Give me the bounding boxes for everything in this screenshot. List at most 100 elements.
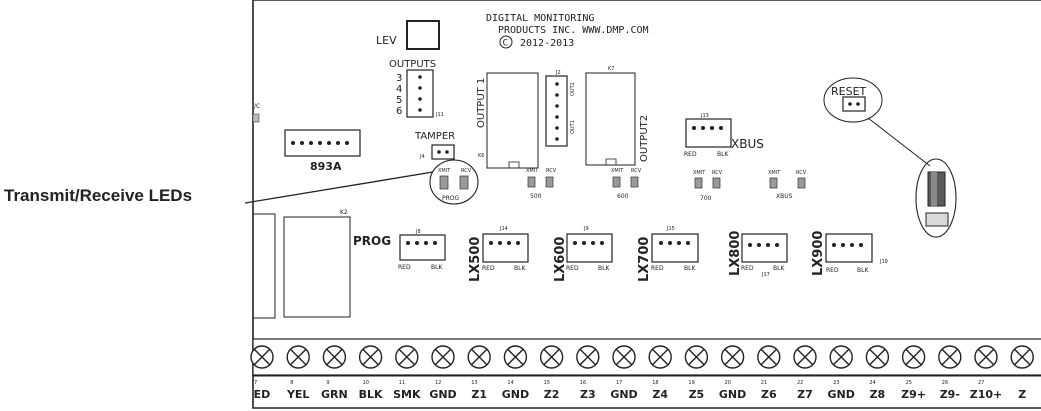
terminal-number: 24 xyxy=(869,380,875,386)
svg-text:600: 600 xyxy=(617,193,629,200)
terminal-label: Z xyxy=(1018,388,1026,401)
terminal-label: YEL xyxy=(286,388,310,401)
terminal-screw xyxy=(829,345,853,369)
terminal-label: Z5 xyxy=(689,388,705,401)
svg-text:J19: J19 xyxy=(879,259,888,265)
terminal-number: 13 xyxy=(471,380,477,386)
svg-text:RED: RED xyxy=(826,267,839,274)
c-left-label: /C xyxy=(254,103,260,110)
terminal-label: GND xyxy=(719,388,746,401)
terminal-screw xyxy=(612,345,636,369)
svg-text:LX800: LX800 xyxy=(728,231,743,276)
terminal-label: SMK xyxy=(393,388,421,401)
j4-label: J4 xyxy=(419,154,425,160)
svg-text:LX900: LX900 xyxy=(811,231,826,276)
terminal-number: 18 xyxy=(652,380,658,386)
xbus-blk-label: BLK xyxy=(717,151,729,158)
j13-label: J13 xyxy=(700,113,709,119)
led-group-prog: XMIT RCV PROG xyxy=(429,159,479,205)
jumper-base-icon xyxy=(925,212,949,227)
reset-jumper xyxy=(842,96,866,112)
terminal-label: GND xyxy=(610,388,637,401)
svg-text:BLK: BLK xyxy=(514,265,526,272)
xmit-led xyxy=(439,175,449,190)
copyright-years: 2012-2013 xyxy=(520,38,574,49)
prog-red-label: RED xyxy=(398,264,411,271)
terminal-label: Z9+ xyxy=(901,388,926,401)
reset-circle xyxy=(823,77,883,123)
rcv-led xyxy=(459,175,469,190)
k2-label: K2 xyxy=(340,209,348,216)
terminal-screw xyxy=(1010,345,1034,369)
svg-text:500: 500 xyxy=(530,193,542,200)
terminal-label: Z10+ xyxy=(970,388,1003,401)
terminal-screw xyxy=(322,345,347,369)
output2-relay xyxy=(585,72,636,166)
terminal-label: Z7 xyxy=(797,388,813,401)
lx700-header: LX700 J15 RED BLK xyxy=(637,226,699,282)
terminal-number: 11 xyxy=(399,380,405,386)
svg-text:XMIT: XMIT xyxy=(526,168,539,174)
terminal-label: Z1 xyxy=(471,388,487,401)
svg-text:RCV: RCV xyxy=(712,170,723,176)
lev-box xyxy=(406,20,440,50)
led-group-600: XMIT RCV 600 xyxy=(611,168,642,200)
svg-text:RED: RED xyxy=(482,265,495,272)
terminal-screw xyxy=(358,345,383,369)
transmit-receive-leds-callout: Transmit/Receive LEDs xyxy=(4,186,193,205)
j11-label: J11 xyxy=(435,112,444,118)
left-block xyxy=(252,213,276,319)
led-group-700: XMIT RCV 700 xyxy=(693,170,723,202)
svg-text:XBUS: XBUS xyxy=(776,193,793,200)
svg-text:BLK: BLK xyxy=(598,265,610,272)
lx900-header: LX900 RED BLK J19 xyxy=(811,231,888,276)
terminal-screw xyxy=(793,345,817,369)
svg-text:RCV: RCV xyxy=(631,168,642,174)
j8-label: J8 xyxy=(415,229,421,235)
terminal-number: 16 xyxy=(580,380,586,386)
out2-label: OUT2 xyxy=(570,82,576,96)
xbus-header xyxy=(685,118,732,148)
svg-text:BLK: BLK xyxy=(684,265,696,272)
svg-text:LX500: LX500 xyxy=(468,237,483,282)
connector-893a xyxy=(284,129,361,157)
svg-text:J17: J17 xyxy=(761,272,770,278)
svg-text:J9: J9 xyxy=(583,226,589,232)
outputs-pin-3: 3 xyxy=(396,73,402,84)
lev-label: LEV xyxy=(376,34,397,47)
xbus-red-label: RED xyxy=(684,151,697,158)
j2-label: J2 xyxy=(555,70,561,76)
terminal-number: 15 xyxy=(544,380,550,386)
svg-text:XMIT: XMIT xyxy=(693,170,706,176)
lx800-header: LX800 RED BLK J17 xyxy=(728,231,788,278)
svg-text:700: 700 xyxy=(700,195,712,202)
terminal-screw xyxy=(938,345,962,369)
terminal-label: Z9- xyxy=(940,388,960,401)
output1-relay xyxy=(486,72,539,169)
manufacturer-line1: DIGITAL MONITORING xyxy=(486,13,594,24)
terminal-number: 14 xyxy=(507,380,513,386)
prog-label: PROG xyxy=(353,234,391,248)
k2-relay xyxy=(283,216,351,318)
lx500-header: LX500 J14 RED BLK xyxy=(468,226,529,282)
svg-text:PROG: PROG xyxy=(442,195,460,202)
svg-text:RCV: RCV xyxy=(796,170,807,176)
lx600-header: LX600 J9 RED BLK xyxy=(553,226,613,282)
svg-text:J14: J14 xyxy=(499,226,508,232)
xbus-label: XBUS xyxy=(731,137,764,151)
terminal-number: 8 xyxy=(290,380,293,386)
terminal-screw xyxy=(503,345,528,369)
terminal-label: Z3 xyxy=(580,388,596,401)
terminal-number: 10 xyxy=(363,380,369,386)
reset-label: RESET xyxy=(831,85,867,98)
output2-label: OUTPUT2 xyxy=(639,115,650,162)
terminal-label: GND xyxy=(828,388,855,401)
terminal-number: 20 xyxy=(725,380,731,386)
k7-label: K7 xyxy=(608,66,614,72)
terminal-label: BLK xyxy=(359,388,383,401)
terminal-screw xyxy=(539,345,564,369)
terminal-number: 21 xyxy=(761,380,767,386)
svg-text:RED: RED xyxy=(566,265,579,272)
outputs-header xyxy=(406,69,434,118)
k6-label: K6 xyxy=(478,153,484,159)
